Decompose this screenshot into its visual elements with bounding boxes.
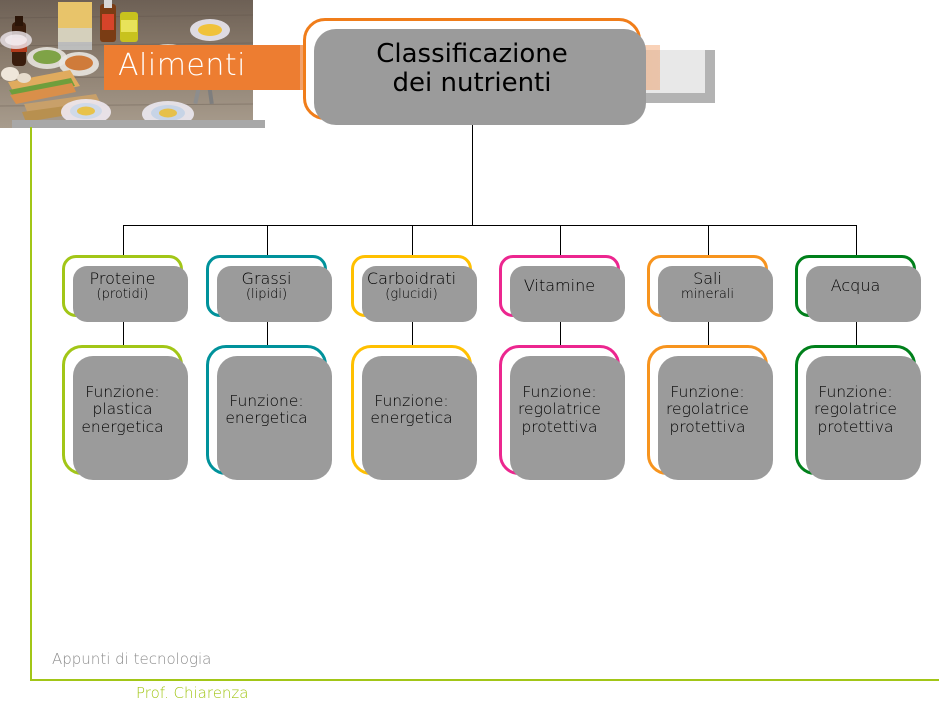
function-line-3: protettiva [817,417,894,436]
connector-drop-6 [855,225,857,255]
node-shadow [510,356,625,480]
node-shadow [658,266,773,322]
function-line-1: Funzione: [818,382,893,401]
node-shadow [510,266,625,322]
node-shadow [806,266,921,322]
connector-drop-5 [707,225,709,255]
node-shadow [806,356,921,480]
bottom-accent-rule [30,679,939,681]
node-function-carboidrati: Funzione:energetica [351,345,477,480]
function-line-1: Funzione: [522,382,597,401]
node-category-vitamine: Vitamine [499,255,625,322]
category-name: Sali [693,268,722,288]
node-category-grassi: Grassi(lipidi) [206,255,332,322]
connector-drop-1 [122,225,124,255]
node-shadow [73,356,188,480]
node-function-text: Funzione:energetica [370,391,453,428]
function-line-1: Funzione: [85,382,160,401]
function-line-2: energetica [370,409,453,427]
node-classification-title: Classificazione dei nutrienti [303,18,646,125]
category-name: Proteine [89,268,156,288]
function-line-1: Funzione: [229,391,304,410]
node-shadow [73,266,188,322]
node-title-line1: Classificazione [376,38,568,69]
category-name: Acqua [830,276,881,296]
function-line-2: regolatrice [814,400,897,419]
banner-block [104,45,300,90]
connector-horizontal-bar [122,225,856,226]
connector-drop-3 [411,225,413,255]
function-line-2: plastica [92,400,153,419]
photo-shadow [12,120,265,128]
node-category-acqua: Acqua [795,255,921,322]
function-line-3: protettiva [521,417,598,436]
connector-drop-2 [266,225,268,255]
connector-link-6 [855,317,857,345]
connector-root-stem [472,120,473,225]
node-category-text: Carboidrati(glucidi) [366,268,457,302]
category-subtitle: (glucidi) [385,286,438,302]
function-line-1: Funzione: [670,382,745,401]
node-category-proteine: Proteine(protidi) [62,255,188,322]
category-name: Grassi [241,268,292,288]
node-category-text: Acqua [831,277,881,295]
node-shadow [314,29,646,125]
node-function-grassi: Funzione:energetica [206,345,332,480]
node-shadow [362,356,477,480]
footer-note: Appunti di tecnologia [52,650,212,668]
connector-link-4 [559,317,561,345]
function-line-1: Funzione: [374,391,449,410]
function-line-2: regolatrice [518,400,601,419]
category-name: Vitamine [523,276,596,296]
node-title-text: Classificazione dei nutrienti [376,38,568,98]
node-title-line2: dei nutrienti [392,68,552,98]
function-line-2: energetica [225,409,308,427]
node-category-text: Grassi(lipidi) [241,268,292,302]
footer-author: Prof. Chiarenza [136,684,249,702]
node-function-text: Funzione:energetica [225,391,308,428]
connector-drop-4 [559,225,561,255]
connector-link-2 [266,317,268,345]
category-subtitle: minerali [680,286,735,302]
category-subtitle: (lipidi) [245,286,288,302]
node-shadow [658,356,773,480]
node-category-text: Vitamine [524,277,595,295]
connector-link-5 [707,317,709,345]
function-line-3: energetica [81,417,164,436]
left-accent-rule [30,127,32,680]
node-category-carboidrati: Carboidrati(glucidi) [351,255,477,322]
node-shadow [217,266,332,322]
node-shadow [217,356,332,480]
banner-title: Alimenti [118,48,246,83]
connector-link-3 [411,317,413,345]
node-category-text: Proteine(protidi) [89,268,156,302]
function-line-2: regolatrice [666,400,749,419]
category-name: Carboidrati [366,268,457,288]
node-shadow [362,266,477,322]
category-subtitle: (protidi) [96,286,149,302]
function-line-3: protettiva [669,417,746,436]
connector-link-1 [122,317,124,345]
